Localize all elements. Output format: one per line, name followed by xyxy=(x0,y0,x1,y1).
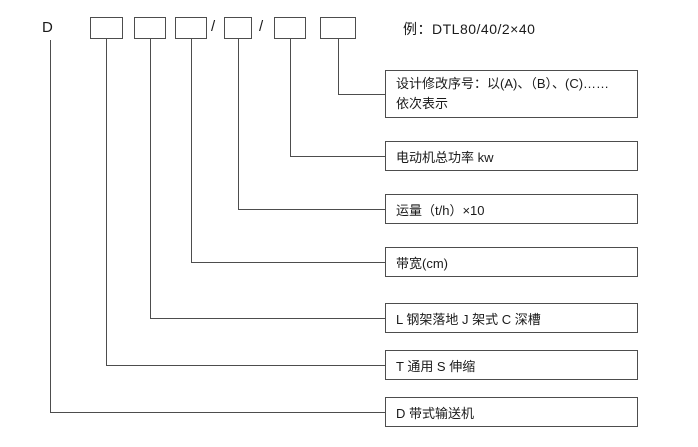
connector-line-belt-width-v xyxy=(191,39,192,262)
code-box-series-type xyxy=(90,17,123,39)
label-text-design-revision-line1: 设计修改序号：以(A)、（B）、(C)…… xyxy=(396,75,610,91)
connector-line-conveyor-type-h xyxy=(50,412,385,413)
label-box-design-revision: 设计修改序号：以(A)、（B）、(C)…… 依次表示 xyxy=(385,70,638,118)
connector-line-conveyor-type-v xyxy=(50,40,51,412)
model-prefix-letter: D xyxy=(42,19,53,36)
connector-line-belt-width-h xyxy=(191,262,385,263)
label-text-belt-width: 带宽(cm) xyxy=(396,255,448,271)
label-text-conveyor-type: D 带式输送机 xyxy=(396,405,475,421)
example-text: 例：DTL80/40/2×40 xyxy=(403,21,536,37)
code-box-capacity xyxy=(224,17,252,39)
connector-line-capacity-h xyxy=(238,209,385,210)
connector-line-motor-power-v xyxy=(290,39,291,156)
code-box-frame-type xyxy=(134,17,166,39)
connector-line-series-type-h xyxy=(106,365,385,366)
code-box-design-revision xyxy=(320,17,356,39)
label-box-conveyor-type: D 带式输送机 xyxy=(385,397,638,427)
slash-separator-1: / xyxy=(211,18,216,35)
label-box-belt-width: 带宽(cm) xyxy=(385,247,638,277)
label-box-frame-type: L 钢架落地 J 架式 C 深槽 xyxy=(385,303,638,333)
label-box-motor-power: 电动机总功率 kw xyxy=(385,141,638,171)
code-box-belt-width xyxy=(175,17,207,39)
code-box-motor-power xyxy=(274,17,306,39)
label-box-capacity: 运量（t/h）×10 xyxy=(385,194,638,224)
label-text-motor-power: 电动机总功率 kw xyxy=(396,149,494,165)
label-text-design-revision-line2: 依次表示 xyxy=(396,96,449,111)
connector-line-frame-type-v xyxy=(150,39,151,318)
label-text-series-type: T 通用 S 伸缩 xyxy=(396,358,476,374)
label-text-capacity: 运量（t/h）×10 xyxy=(396,202,485,218)
connector-line-series-type-v xyxy=(106,39,107,365)
connector-line-capacity-v xyxy=(238,39,239,209)
connector-line-design-revision-h xyxy=(338,94,385,95)
label-text-frame-type: L 钢架落地 J 架式 C 深槽 xyxy=(396,311,541,327)
connector-line-frame-type-h xyxy=(150,318,385,319)
slash-separator-2: / xyxy=(259,18,264,35)
connector-line-design-revision-v xyxy=(338,39,339,94)
connector-line-motor-power-h xyxy=(290,156,385,157)
label-box-series-type: T 通用 S 伸缩 xyxy=(385,350,638,380)
